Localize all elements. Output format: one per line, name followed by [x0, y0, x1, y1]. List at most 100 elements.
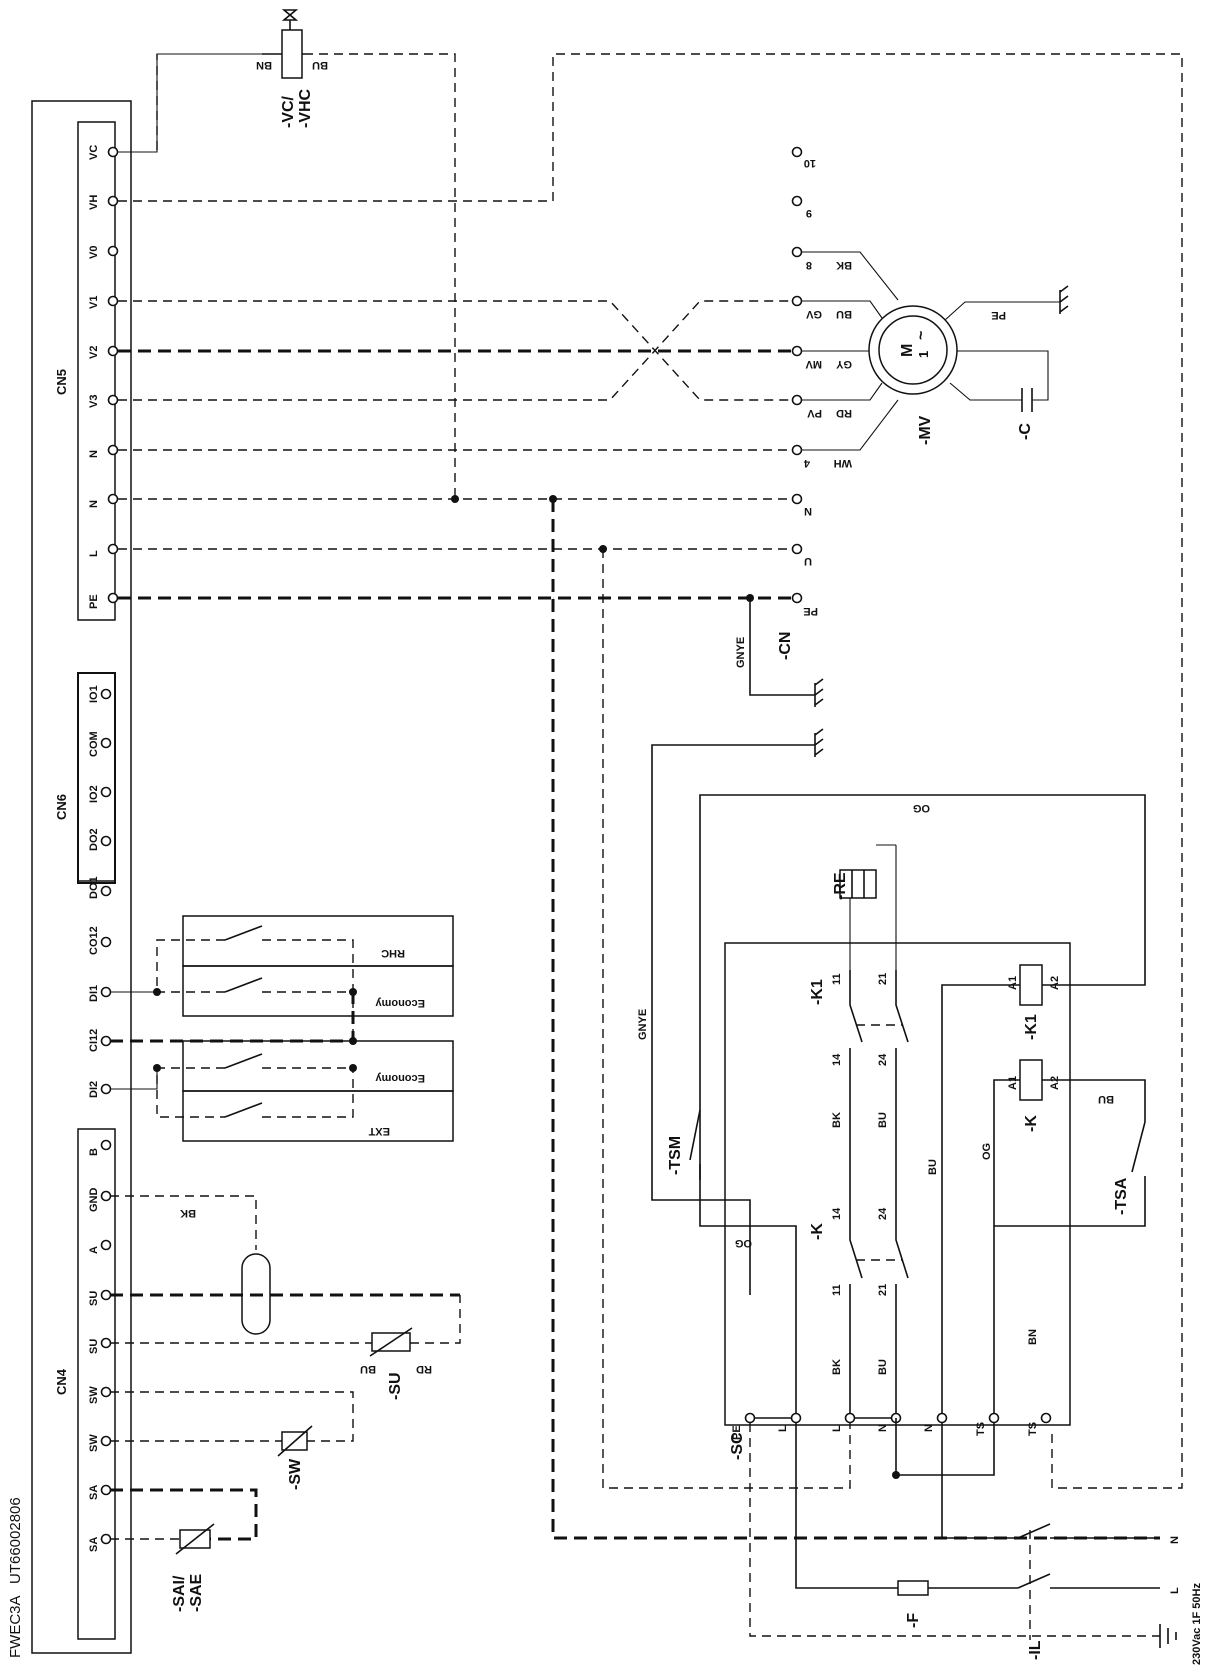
document-code: UT66002806 — [7, 1497, 24, 1584]
supply-label: 230Vac 1F 50Hz — [1191, 1583, 1203, 1665]
k-contact — [895, 1200, 909, 1310]
k-coil-label: A1 — [1007, 1076, 1019, 1090]
tsm-tag: -TSM — [667, 1136, 684, 1175]
contact-box-economy-1 — [182, 965, 454, 1017]
cn5-wiring — [118, 53, 1183, 1540]
motor-lead — [800, 399, 899, 451]
sc-terminal-label: TS — [975, 1422, 987, 1436]
motor-terminal-label: GV — [805, 308, 822, 320]
k-coil — [1019, 1059, 1043, 1101]
fuse — [897, 1580, 929, 1596]
contact-switch — [224, 1053, 263, 1069]
heater-tag: -RE — [832, 872, 849, 900]
motor-lead — [800, 382, 883, 401]
motor-terminal-label: 10 — [804, 157, 816, 169]
tsm-gnye-label: GNYE — [637, 1009, 649, 1040]
terminal — [791, 543, 803, 555]
terminal — [100, 1190, 112, 1202]
motor-terminals: 10 9 8 GV MV PV 4 BK BU GY RD WH — [791, 146, 852, 469]
tsa-tag: -TSA — [1113, 1177, 1130, 1215]
wire-bu-label: BU — [927, 1159, 939, 1175]
cn6-connector-body-12 — [77, 672, 116, 884]
junction-dot — [153, 988, 161, 996]
terminal — [988, 1412, 1000, 1424]
main-switch-tag: -IL — [1027, 1640, 1044, 1660]
cn4-pin-label: SW — [88, 1386, 100, 1404]
capacitor-wire — [949, 350, 1049, 401]
ground-icon — [1159, 1624, 1177, 1648]
k-coil-wire — [993, 1079, 1146, 1418]
gnd-wire — [110, 1195, 257, 1250]
wire-v3 — [118, 300, 795, 401]
su-thermistor-icon — [369, 1327, 413, 1357]
junction-dot — [349, 1037, 357, 1045]
k-contact — [849, 1200, 863, 1310]
motor-lead — [800, 251, 899, 301]
cn5-pin-label: PE — [88, 594, 100, 609]
wire-bk-label: BK — [831, 1112, 843, 1128]
cn6-pin-label: DI1 — [88, 985, 100, 1002]
cn4-pin-label: A — [88, 1246, 100, 1254]
junction-dot — [599, 545, 607, 553]
cn5-pins: VC VH V0 V1 V2 V3 N N L PE — [88, 145, 100, 609]
cn5-pin-label: VC — [88, 145, 100, 160]
k-tag: -K — [809, 1223, 826, 1240]
cn5-pin-label: VH — [88, 195, 100, 210]
motor-lead — [800, 300, 883, 319]
tsa-switch — [994, 1121, 1146, 1227]
su-rd-label: RD — [416, 1363, 432, 1375]
contact-switch — [224, 1102, 263, 1118]
terminal — [107, 543, 119, 555]
capacitor-icon — [1021, 388, 1033, 412]
terminal — [100, 1484, 112, 1496]
k1-coil-tag: -K1 — [1023, 1014, 1040, 1040]
motor-terminal-label: 4 — [803, 457, 810, 469]
sc-terminal-label: N — [877, 1424, 889, 1432]
cn6-pin-label: DI2 — [88, 1081, 100, 1098]
terminal — [1040, 1412, 1052, 1424]
motor-outer-circle — [868, 305, 958, 395]
motor-wire-color: GY — [835, 358, 852, 370]
terminal — [107, 195, 119, 207]
k-contact-label: 24 — [877, 1207, 889, 1220]
capacitor-tag: -C — [1017, 423, 1034, 440]
k1-coil-label: A2 — [1049, 976, 1061, 990]
cn4-pin-label: GND — [88, 1188, 100, 1213]
contact-economy-label: Economy — [375, 997, 425, 1009]
wire-bk-label: BK — [831, 1359, 843, 1375]
og-wire-top — [699, 794, 1146, 1180]
motor-inner-circle — [878, 315, 948, 385]
terminal — [107, 245, 119, 257]
motor-terminal-label: PV — [807, 407, 822, 419]
cn-ground-wire-label: GNYE — [735, 637, 747, 668]
junction-dot — [549, 495, 557, 503]
k1-contact-label: 14 — [831, 1053, 843, 1066]
cn4-pin-label: SW — [88, 1434, 100, 1452]
di2-wire — [110, 1068, 158, 1090]
wire-bu-label: BU — [877, 1359, 889, 1375]
contact-ext-label: EXT — [368, 1125, 390, 1137]
k1-tag: -K1 — [809, 979, 826, 1005]
ground-icon — [814, 728, 824, 757]
sw-thermistor — [281, 1431, 308, 1451]
cn4-pins: B GND A SU SU SW SW SA SA — [88, 1148, 100, 1552]
terminal — [790, 1412, 802, 1424]
terminal — [100, 936, 112, 948]
terminal — [100, 1289, 112, 1301]
cn5-pin-label: V3 — [88, 395, 100, 408]
sc-terminal-label: L — [831, 1425, 843, 1432]
terminal — [100, 1083, 112, 1095]
terminal — [107, 345, 119, 357]
junction-dot — [349, 1064, 357, 1072]
wire-bn-label: BN — [1027, 1329, 1039, 1345]
cn6-pin-label: CO12 — [88, 926, 100, 955]
sw-thermistor-icon — [277, 1425, 313, 1457]
terminal — [791, 444, 803, 456]
motor-symbol-1: 1 — [916, 351, 931, 358]
valve-body — [281, 29, 303, 79]
og-label: OG — [913, 802, 930, 814]
power-module: -SC GNYE OG -RE -K1 11 21 14 24 BK BU -K… — [637, 728, 1146, 1476]
terminal — [107, 592, 119, 604]
contact-box-ext — [182, 1090, 454, 1142]
